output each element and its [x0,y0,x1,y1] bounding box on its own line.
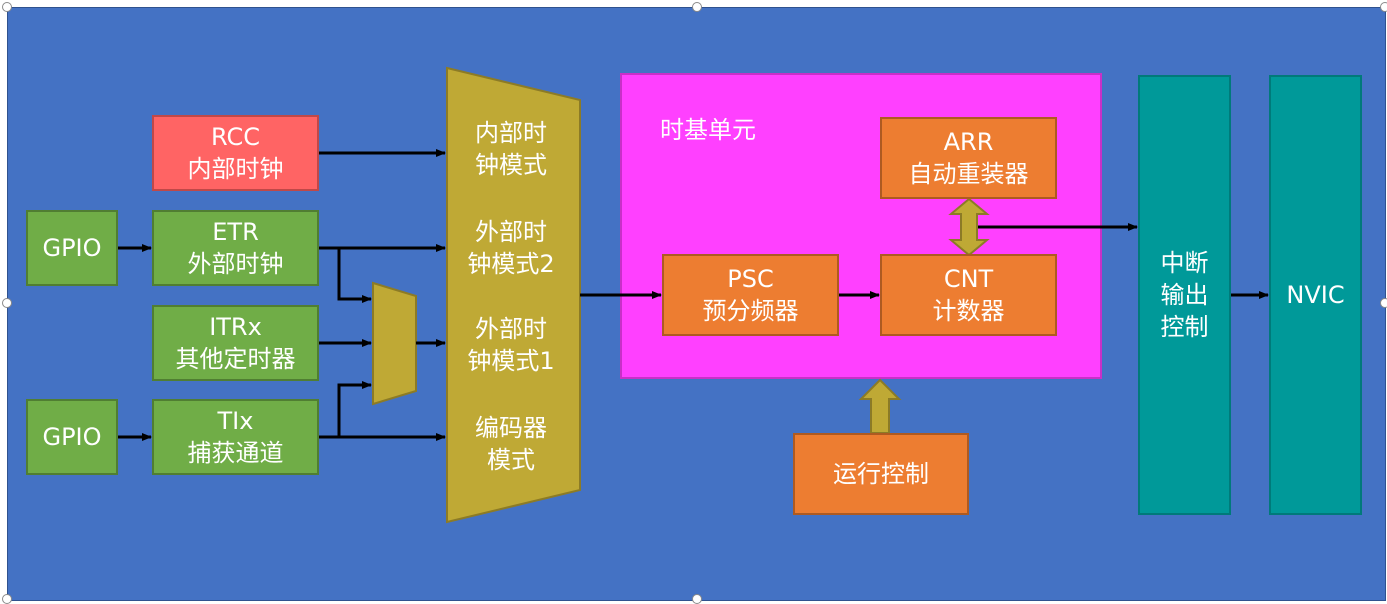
mode-internal-clock: 内部时 钟模式 [475,119,547,179]
clock-mode-mux [446,66,581,524]
run-control-label: 运行控制 [833,460,929,488]
cnt-line-2: 计数器 [932,297,1005,325]
tix-block: TIx 捕获通道 [152,399,319,475]
selection-handle-top-left[interactable] [2,2,12,12]
interrupt-output-control-block: 中断 输出 控制 [1138,75,1231,515]
psc-line-2: 预分频器 [702,297,799,325]
psc-line-1: PSC [727,265,774,293]
gpio-block-1: GPIO [26,210,118,286]
rcc-block: RCC 内部时钟 [152,115,319,191]
tix-line-2: 捕获通道 [187,439,284,467]
mode-external-clock-1: 外部时 钟模式1 [467,315,555,375]
arr-line-2: 自动重装器 [908,160,1029,188]
etr-line-1: ETR [212,218,259,246]
rcc-line-2: 内部时钟 [187,155,284,183]
selection-handle-top-center[interactable] [692,2,702,12]
mode-encoder: 编码器 模式 [475,414,547,474]
time-base-title: 时基单元 [660,116,756,144]
arrow-etr-trigger-mux [337,248,372,303]
selection-handle-top-right[interactable] [1380,2,1387,12]
cnt-line-1: CNT [943,265,994,293]
psc-block: PSC 预分频器 [662,254,839,336]
selection-handle-middle-right[interactable] [1380,298,1387,308]
gpio-label-2: GPIO [42,423,102,451]
rcc-line-1: RCC [211,123,260,151]
gpio-block-2: GPIO [26,399,118,475]
arrow-tix-trigger-mux [337,381,372,437]
etr-block: ETR 外部时钟 [152,210,319,286]
trigger-mux [372,281,417,406]
nvic-block: NVIC [1269,75,1362,515]
nvic-label: NVIC [1286,281,1345,309]
selection-handle-middle-left[interactable] [2,298,12,308]
itrx-block: ITRx 其他定时器 [152,305,319,381]
etr-line-2: 外部时钟 [187,250,284,278]
itrx-line-2: 其他定时器 [175,345,296,373]
cnt-block: CNT 计数器 [880,254,1057,336]
gpio-label-1: GPIO [42,234,102,262]
run-control-block: 运行控制 [793,433,969,515]
itrx-line-1: ITRx [209,313,262,341]
arr-block: ARR 自动重装器 [880,117,1057,199]
mode-external-clock-2: 外部时 钟模式2 [467,218,555,278]
arr-line-1: ARR [943,128,994,156]
tix-line-1: TIx [217,407,254,435]
run-control-up-arrow [858,378,902,434]
